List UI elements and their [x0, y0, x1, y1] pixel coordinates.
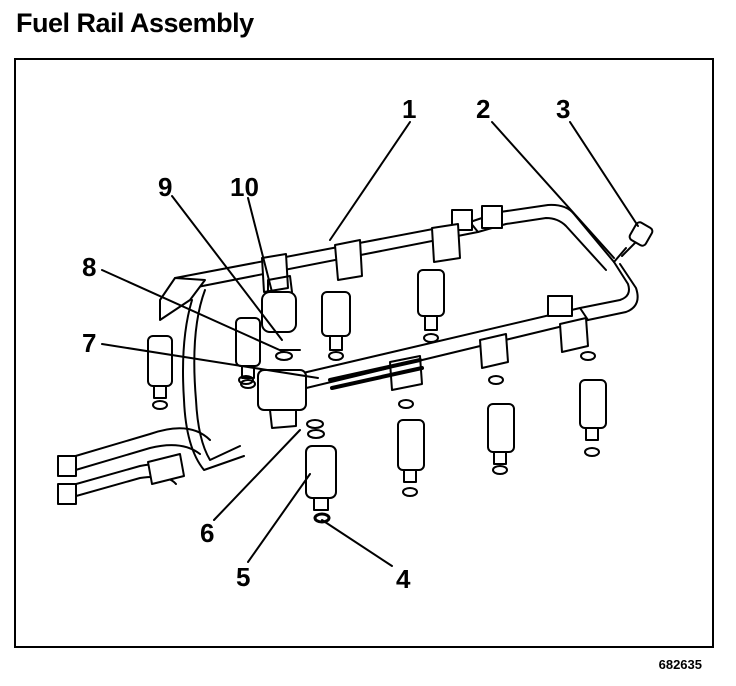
callout-4: 4 — [396, 564, 411, 594]
injector — [321, 291, 351, 361]
injectors — [147, 269, 607, 511]
injector — [305, 445, 337, 511]
o-rings — [238, 351, 596, 524]
injector — [397, 419, 425, 497]
callout-6: 6 — [200, 518, 215, 548]
callout-9: 9 — [158, 172, 173, 202]
return-pipe — [57, 277, 245, 505]
rear-fuel-rail — [174, 203, 615, 293]
injector — [417, 269, 445, 343]
injector — [487, 403, 515, 475]
injector — [147, 335, 173, 410]
callout-7: 7 — [82, 328, 97, 358]
callout-8: 8 — [82, 252, 97, 282]
diagram-title: Fuel Rail Assembly — [16, 8, 254, 38]
injector — [579, 379, 607, 457]
figure-id: 682635 — [658, 657, 702, 672]
callout-3: 3 — [556, 94, 571, 124]
leader-lines — [101, 121, 639, 567]
callout-10: 10 — [230, 172, 259, 202]
front-fuel-rail — [289, 261, 639, 391]
callout-5: 5 — [236, 562, 251, 592]
diagram-frame — [14, 58, 714, 648]
callout-1: 1 — [402, 94, 417, 124]
pressure-regulator — [257, 275, 307, 429]
fuel-pressure-connection — [613, 221, 654, 263]
callout-2: 2 — [476, 94, 491, 124]
